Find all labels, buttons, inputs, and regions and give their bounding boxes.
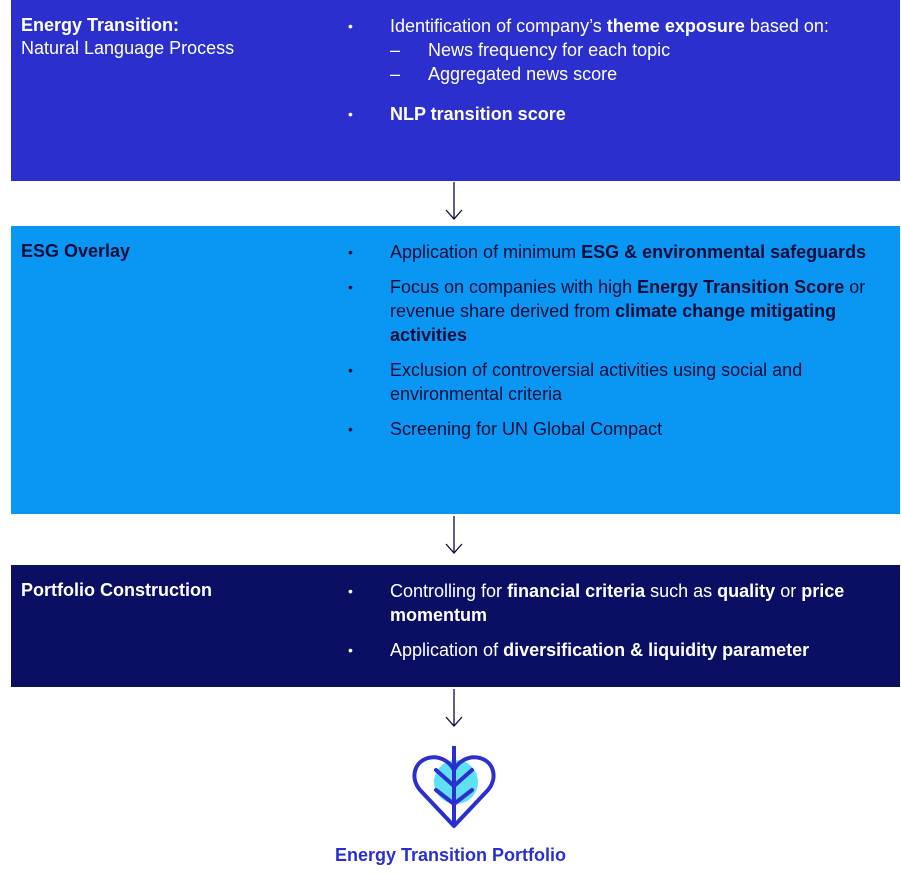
bullet-item: • Identification of company’s theme expo…	[348, 14, 893, 86]
bullet-text-bold: price momentum	[390, 581, 845, 625]
bullet-text: based on:	[744, 16, 829, 36]
bullet-text: Application of	[390, 640, 504, 660]
bullet-text-bold: financial criteria	[507, 581, 646, 601]
bullet-dot: •	[348, 279, 353, 295]
down-arrow-icon	[444, 516, 464, 556]
bullet-text: or revenue share derived from	[390, 277, 866, 321]
bullet-list: • Identification of company’s theme expo…	[348, 14, 893, 137]
bullet-item: • Application of diversification & liqui…	[348, 638, 893, 662]
bullet-text: such as	[645, 581, 718, 601]
bullet-text: Controlling for	[390, 581, 508, 601]
block-title-bold: ESG Overlay	[21, 241, 131, 261]
block-title: ESG Overlay	[21, 240, 311, 263]
sub-item-text: News frequency for each topic	[428, 40, 671, 60]
bullet-text: Focus on companies with high	[390, 277, 638, 297]
down-arrow-icon	[444, 182, 464, 222]
bullet-item: • NLP transition score	[348, 102, 893, 126]
bullet-dot: •	[348, 642, 353, 658]
bullet-text: or	[775, 581, 802, 601]
bullet-text: Application of minimum	[390, 242, 582, 262]
block-esg-overlay: ESG Overlay • Application of minimum ESG…	[11, 226, 900, 514]
bullet-text-bold: theme exposure	[606, 16, 745, 36]
bullet-dot: •	[348, 244, 353, 260]
bullet-item: • Application of minimum ESG & environme…	[348, 240, 893, 264]
bullet-dot: •	[348, 106, 353, 122]
block-title: Energy Transition: Natural Language Proc…	[21, 14, 311, 60]
bullet-list: • Controlling for financial criteria suc…	[348, 579, 893, 673]
bullet-dot: •	[348, 362, 353, 378]
sub-dash: –	[390, 40, 401, 60]
block-title-bold: Portfolio Construction	[21, 580, 212, 600]
bullet-item: • Screening for UN Global Compact	[348, 417, 893, 441]
bullet-text-bold: Energy Transition Score	[637, 277, 845, 297]
bullet-text-bold: NLP transition score	[390, 104, 566, 124]
sub-dash: –	[390, 64, 401, 84]
sub-item: – Aggregated news score	[390, 62, 893, 86]
bullet-text-bold: quality	[717, 581, 776, 601]
bullet-item: • Controlling for financial criteria suc…	[348, 579, 893, 627]
bullet-text: Exclusion of controversial activities us…	[390, 360, 803, 404]
block-portfolio-construction: Portfolio Construction • Controlling for…	[11, 565, 900, 687]
heart-leaf-icon	[408, 740, 500, 832]
down-arrow-icon	[444, 689, 464, 729]
bullet-text-bold: diversification & liquidity parameter	[503, 640, 810, 660]
sub-item: – News frequency for each topic	[390, 38, 893, 62]
block-subtitle: Natural Language Process	[21, 38, 235, 58]
bullet-text-bold: ESG & environmental safeguards	[581, 242, 867, 262]
portfolio-label: Energy Transition Portfolio	[334, 845, 567, 865]
block-title: Portfolio Construction	[21, 579, 311, 602]
block-energy-transition: Energy Transition: Natural Language Proc…	[11, 0, 900, 181]
bullet-dot: •	[348, 583, 353, 599]
bullet-text: Screening for UN Global Compact	[390, 419, 663, 439]
bullet-item: • Exclusion of controversial activities …	[348, 358, 893, 406]
bullet-text: Identification of company’s	[390, 16, 607, 36]
bullet-item: • Focus on companies with high Energy Tr…	[348, 275, 893, 347]
block-title-bold: Energy Transition:	[21, 15, 180, 35]
sub-item-text: Aggregated news score	[428, 64, 618, 84]
bullet-list: • Application of minimum ESG & environme…	[348, 240, 893, 452]
bullet-dot: •	[348, 18, 353, 34]
bullet-text-bold: climate change mitigating activities	[390, 301, 837, 345]
bullet-dot: •	[348, 421, 353, 437]
sub-list: – News frequency for each topic – Aggregat…	[390, 38, 893, 86]
